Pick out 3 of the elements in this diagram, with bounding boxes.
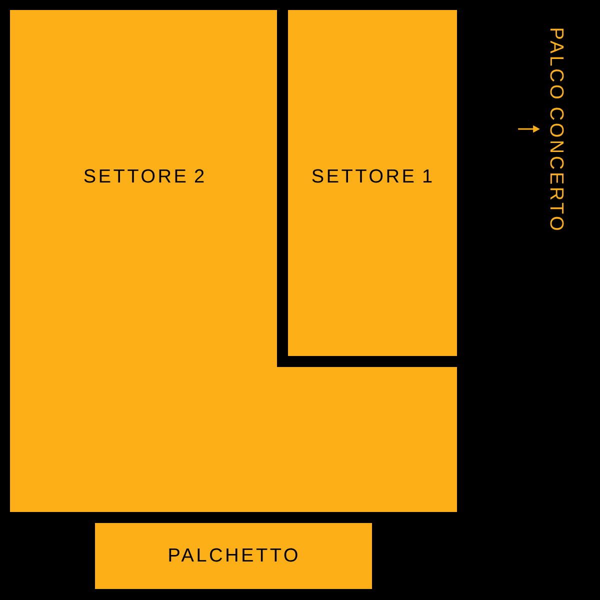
stage-platform: PALCHETTO xyxy=(95,523,372,589)
stage-label: PALCO CONCERTO xyxy=(550,28,564,230)
seating-area: SETTORE 1 xyxy=(288,10,457,356)
